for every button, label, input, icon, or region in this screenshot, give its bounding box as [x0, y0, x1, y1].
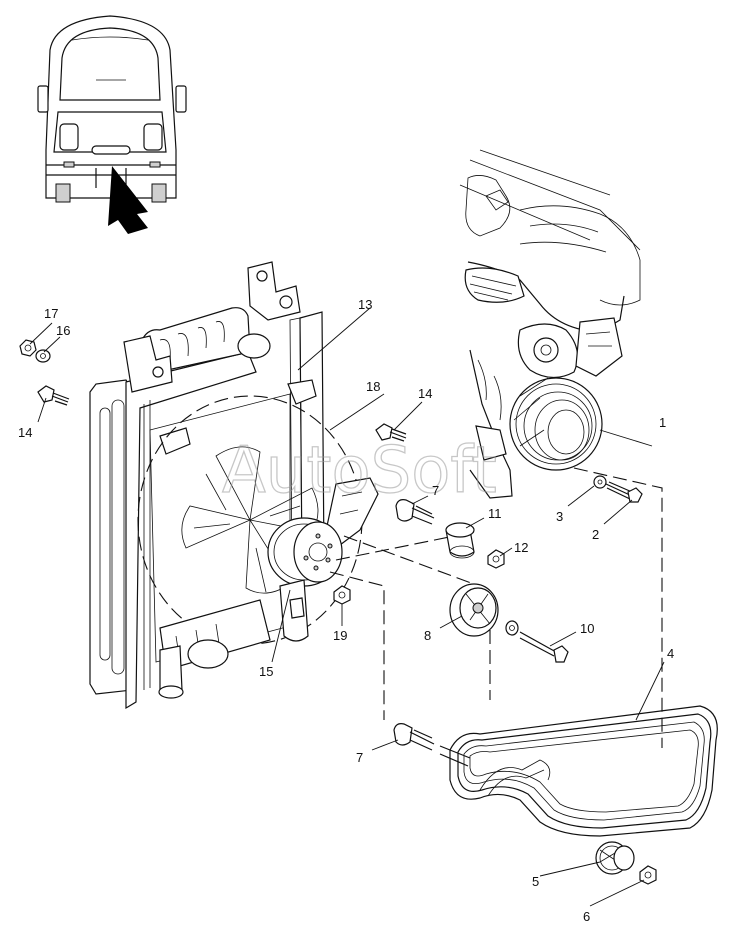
callout-11: 11 [488, 506, 502, 521]
location-arrow [108, 166, 148, 234]
callout-5: 5 [532, 874, 539, 889]
callout-8: 8 [424, 628, 431, 643]
drive-belt [439, 705, 718, 837]
leader-lines [29, 307, 665, 907]
callout-16: 16 [56, 323, 70, 338]
callout-13: 13 [358, 297, 372, 312]
belt-routing-lines [329, 467, 663, 748]
callout-15: 15 [259, 664, 273, 679]
callout-labels: 1 2 3 4 5 6 7 7 8 10 11 12 13 14 14 15 1… [18, 297, 674, 924]
callout-2: 2 [592, 527, 599, 542]
engine-block [459, 149, 641, 499]
callout-14-left: 14 [18, 425, 32, 440]
callout-7-lower: 7 [356, 750, 363, 765]
callout-12: 12 [514, 540, 528, 555]
callout-14-right: 14 [418, 386, 432, 401]
callout-10: 10 [580, 621, 594, 636]
watermark: AutoSoft [222, 434, 497, 508]
callout-1: 1 [659, 415, 666, 430]
callout-6: 6 [583, 909, 590, 924]
callout-18: 18 [366, 379, 380, 394]
bus-rear-view-locator [37, 15, 187, 234]
callout-3: 3 [556, 509, 563, 524]
fasteners [19, 339, 657, 885]
callout-7-upper: 7 [432, 483, 439, 498]
radiator-assembly [89, 261, 379, 710]
callout-4: 4 [667, 646, 674, 661]
callout-19: 19 [333, 628, 347, 643]
callout-17: 17 [44, 306, 58, 321]
